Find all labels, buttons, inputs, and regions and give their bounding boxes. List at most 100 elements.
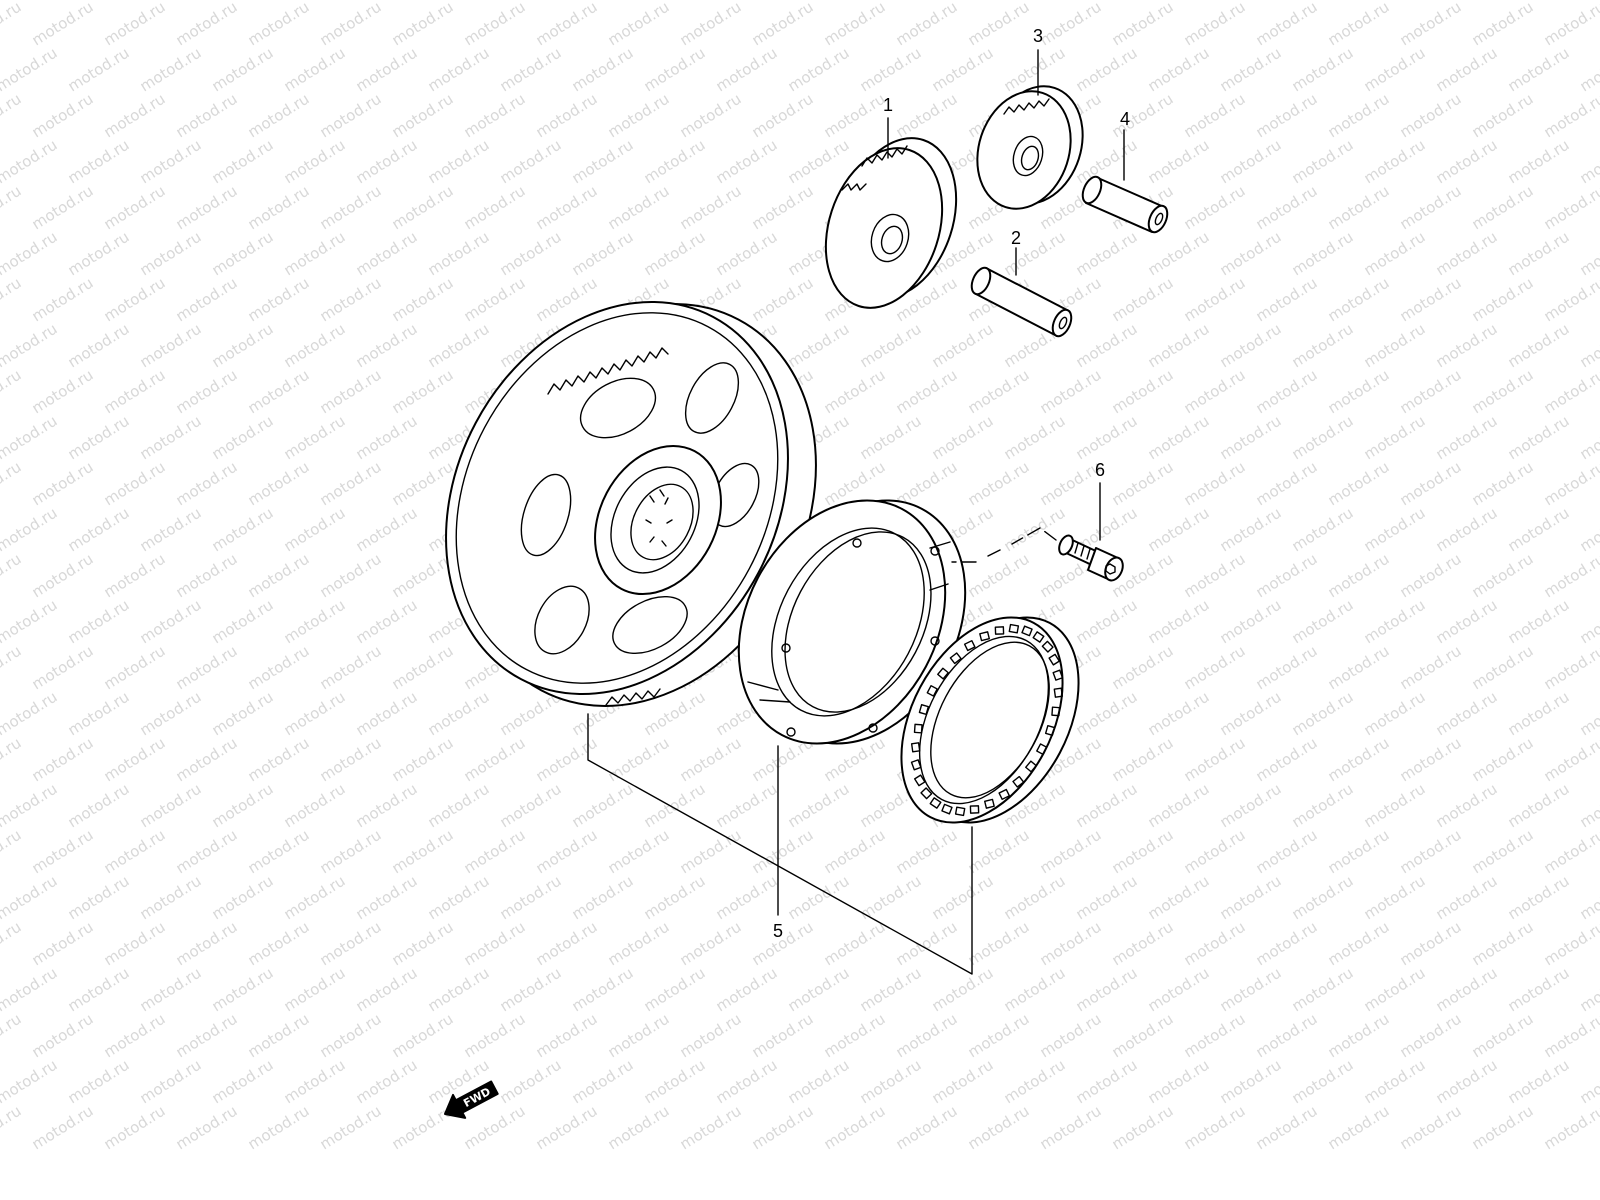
watermark-text: motod.ru xyxy=(1505,688,1573,740)
one-way-clutch-bearing[interactable] xyxy=(869,590,1112,850)
bearing-roller xyxy=(913,723,923,734)
watermark-text: motod.ru xyxy=(1541,0,1600,49)
watermark-text: motod.ru xyxy=(533,0,601,49)
watermark-text: motod.ru xyxy=(173,90,241,142)
watermark-text: motod.ru xyxy=(965,366,1033,418)
watermark-text: motod.ru xyxy=(1217,228,1285,280)
watermark-text: motod.ru xyxy=(605,1102,673,1154)
watermark-text: motod.ru xyxy=(1433,872,1501,924)
watermark-text: motod.ru xyxy=(1469,826,1537,878)
watermark-text: motod.ru xyxy=(1361,872,1429,924)
watermark-text: motod.ru xyxy=(965,550,1033,602)
watermark-text: motod.ru xyxy=(137,872,205,924)
bearing-roller xyxy=(1041,640,1054,653)
watermark-text: motod.ru xyxy=(281,504,349,556)
watermark-text: motod.ru xyxy=(1469,1010,1537,1062)
bearing-roller xyxy=(984,798,995,809)
watermark-text: motod.ru xyxy=(281,872,349,924)
watermark-text: motod.ru xyxy=(65,780,133,832)
watermark-text: motod.ru xyxy=(1433,0,1501,3)
watermark-text: motod.ru xyxy=(101,366,169,418)
watermark-text: motod.ru xyxy=(245,826,313,878)
watermark-text: motod.ru xyxy=(1289,688,1357,740)
watermark-text: motod.ru xyxy=(0,366,24,418)
starter-driven-gear[interactable] xyxy=(379,242,884,768)
watermark-text: motod.ru xyxy=(821,1102,889,1154)
watermark-text: motod.ru xyxy=(533,182,601,234)
watermark-text: motod.ru xyxy=(605,0,673,49)
watermark-text: motod.ru xyxy=(317,1102,385,1154)
watermark-text: motod.ru xyxy=(1541,826,1600,878)
shaft-2[interactable] xyxy=(968,265,1075,339)
watermark-text: motod.ru xyxy=(29,274,97,326)
watermark-text: motod.ru xyxy=(821,0,889,49)
watermark-text: motod.ru xyxy=(65,44,133,96)
watermark-text: motod.ru xyxy=(1505,136,1573,188)
watermark-text: motod.ru xyxy=(641,44,709,96)
watermark-text: motod.ru xyxy=(173,1010,241,1062)
watermark-text: motod.ru xyxy=(497,1056,565,1108)
watermark-text: motod.ru xyxy=(1109,90,1177,142)
watermark-text: motod.ru xyxy=(137,504,205,556)
watermark-text: motod.ru xyxy=(1397,90,1465,142)
watermark-text: motod.ru xyxy=(1397,826,1465,878)
watermark-text: motod.ru xyxy=(749,90,817,142)
watermark-text: motod.ru xyxy=(461,0,529,49)
watermark-text: motod.ru xyxy=(461,918,529,970)
watermark-text: motod.ru xyxy=(1469,458,1537,510)
watermark-text: motod.ru xyxy=(749,182,817,234)
watermark-text: motod.ru xyxy=(785,44,853,96)
watermark-text: motod.ru xyxy=(0,642,24,694)
shaft-4[interactable] xyxy=(1079,174,1171,235)
watermark-text: motod.ru xyxy=(1181,274,1249,326)
watermark-text: motod.ru xyxy=(713,228,781,280)
bolt-6[interactable] xyxy=(1056,533,1126,583)
idle-gear-1[interactable] xyxy=(806,123,975,323)
watermark-text: motod.ru xyxy=(173,918,241,970)
watermark-text: motod.ru xyxy=(209,872,277,924)
watermark-text: motod.ru xyxy=(569,136,637,188)
watermark-text: motod.ru xyxy=(317,0,385,49)
watermark-text: motod.ru xyxy=(929,0,997,3)
watermark-text: motod.ru xyxy=(425,780,493,832)
watermark-text: motod.ru xyxy=(353,504,421,556)
callout-4: 4 xyxy=(1120,109,1130,129)
watermark-text: motod.ru xyxy=(1289,1056,1357,1108)
watermark-text: motod.ru xyxy=(1541,734,1600,786)
watermark-text: motod.ru xyxy=(281,1056,349,1108)
watermark-text: motod.ru xyxy=(1217,780,1285,832)
watermark-text: motod.ru xyxy=(1289,412,1357,464)
watermark-text: motod.ru xyxy=(1397,366,1465,418)
watermark-text: motod.ru xyxy=(1217,1056,1285,1108)
watermark-text: motod.ru xyxy=(1433,412,1501,464)
watermark-text: motod.ru xyxy=(965,918,1033,970)
watermark-text: motod.ru xyxy=(1073,688,1141,740)
callout-6: 6 xyxy=(1095,460,1105,480)
watermark-text: motod.ru xyxy=(245,642,313,694)
watermark-text: motod.ru xyxy=(209,136,277,188)
watermark-text: motod.ru xyxy=(1433,964,1501,1016)
watermark-text: motod.ru xyxy=(1181,550,1249,602)
bearing-roller xyxy=(1048,653,1061,666)
watermark-text: motod.ru xyxy=(101,918,169,970)
watermark-text: motod.ru xyxy=(1073,412,1141,464)
starter-clutch-body[interactable] xyxy=(698,464,1006,779)
watermark-text: motod.ru xyxy=(29,918,97,970)
watermark-text: motod.ru xyxy=(1145,228,1213,280)
watermark-text: motod.ru xyxy=(1325,0,1393,49)
watermark-text: motod.ru xyxy=(209,228,277,280)
watermark-text: motod.ru xyxy=(533,734,601,786)
idle-gear-3[interactable] xyxy=(963,74,1098,221)
bearing-roller xyxy=(1051,706,1061,717)
bearing-roller xyxy=(954,806,966,817)
watermark-text: motod.ru xyxy=(137,412,205,464)
watermark-text: motod.ru xyxy=(1037,918,1105,970)
watermark-text: motod.ru xyxy=(1181,182,1249,234)
watermark-text: motod.ru xyxy=(1289,872,1357,924)
watermark-text: motod.ru xyxy=(1469,90,1537,142)
watermark-text: motod.ru xyxy=(569,780,637,832)
watermark-text: motod.ru xyxy=(749,1010,817,1062)
watermark-text: motod.ru xyxy=(425,320,493,372)
watermark-text: motod.ru xyxy=(1109,1102,1177,1154)
watermark-text: motod.ru xyxy=(785,136,853,188)
